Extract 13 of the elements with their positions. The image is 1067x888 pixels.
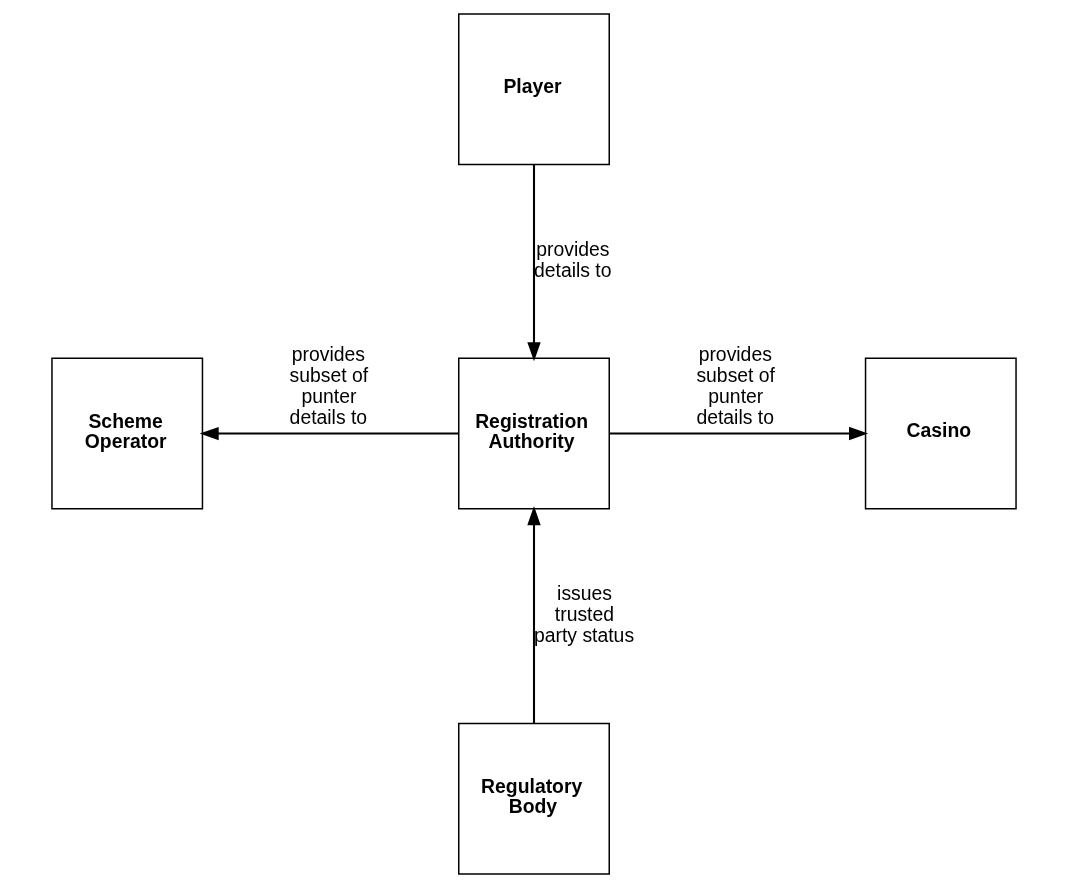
arrow [609, 426, 868, 441]
arrow [199, 426, 458, 441]
node-box: Casino [864, 357, 1017, 510]
edge-label: issues trusted party status [533, 582, 634, 647]
node-box: Scheme Operator [50, 357, 203, 510]
arrow [526, 506, 541, 724]
node-box: Player [457, 13, 610, 166]
arrow [526, 164, 541, 362]
edge-label: provides details to [533, 238, 611, 281]
node-box: Regulatory Body [457, 722, 610, 875]
edge-label: provides subset of punter details to [695, 343, 775, 428]
node-box: Registration Authority [457, 357, 610, 510]
edge-label: provides subset of punter details to [289, 343, 368, 428]
